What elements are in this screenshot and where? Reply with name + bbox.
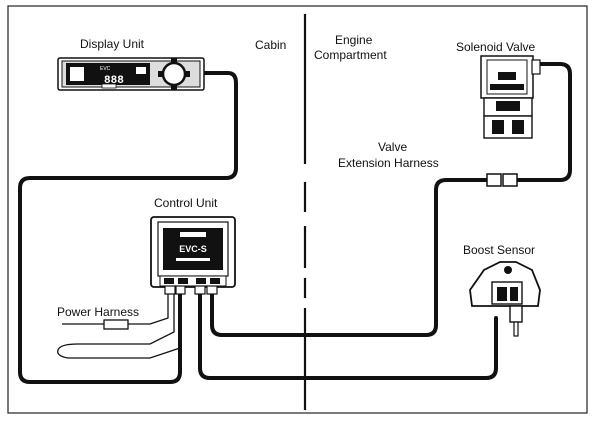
display-unit: EVC 888 xyxy=(57,57,205,91)
solenoid-cable xyxy=(210,178,490,337)
label-control-unit: Control Unit xyxy=(154,196,218,210)
wires xyxy=(18,62,572,384)
power-harness xyxy=(57,292,181,359)
display-knob-icon xyxy=(161,61,187,87)
label-solenoid-valve: Solenoid Valve xyxy=(456,40,536,54)
valve-extension-cable xyxy=(514,62,572,182)
boost-sensor-cable xyxy=(198,288,498,380)
ring-terminal-icon xyxy=(57,343,79,359)
display-screen xyxy=(66,63,150,85)
label-boost-sensor: Boost Sensor xyxy=(463,243,536,257)
boost-sensor xyxy=(469,261,541,337)
control-evc-text: EVC-S xyxy=(179,244,207,254)
label-engine-line2: Compartment xyxy=(314,48,387,62)
control-unit: EVC-S xyxy=(150,216,236,295)
fuse-icon xyxy=(103,319,129,330)
display-cable xyxy=(18,71,238,384)
label-valve-line2: Extension Harness xyxy=(338,156,439,170)
valve-extension-connector xyxy=(486,173,518,187)
solenoid-valve xyxy=(480,55,541,139)
label-power-harness: Power Harness xyxy=(57,305,140,319)
display-evc-text: EVC xyxy=(100,66,111,72)
label-display-unit: Display Unit xyxy=(80,37,145,51)
label-cabin: Cabin xyxy=(255,38,287,52)
diagram-frame xyxy=(7,5,588,414)
label-valve-line1: Valve xyxy=(378,140,408,154)
label-engine-line1: Engine xyxy=(335,33,373,47)
